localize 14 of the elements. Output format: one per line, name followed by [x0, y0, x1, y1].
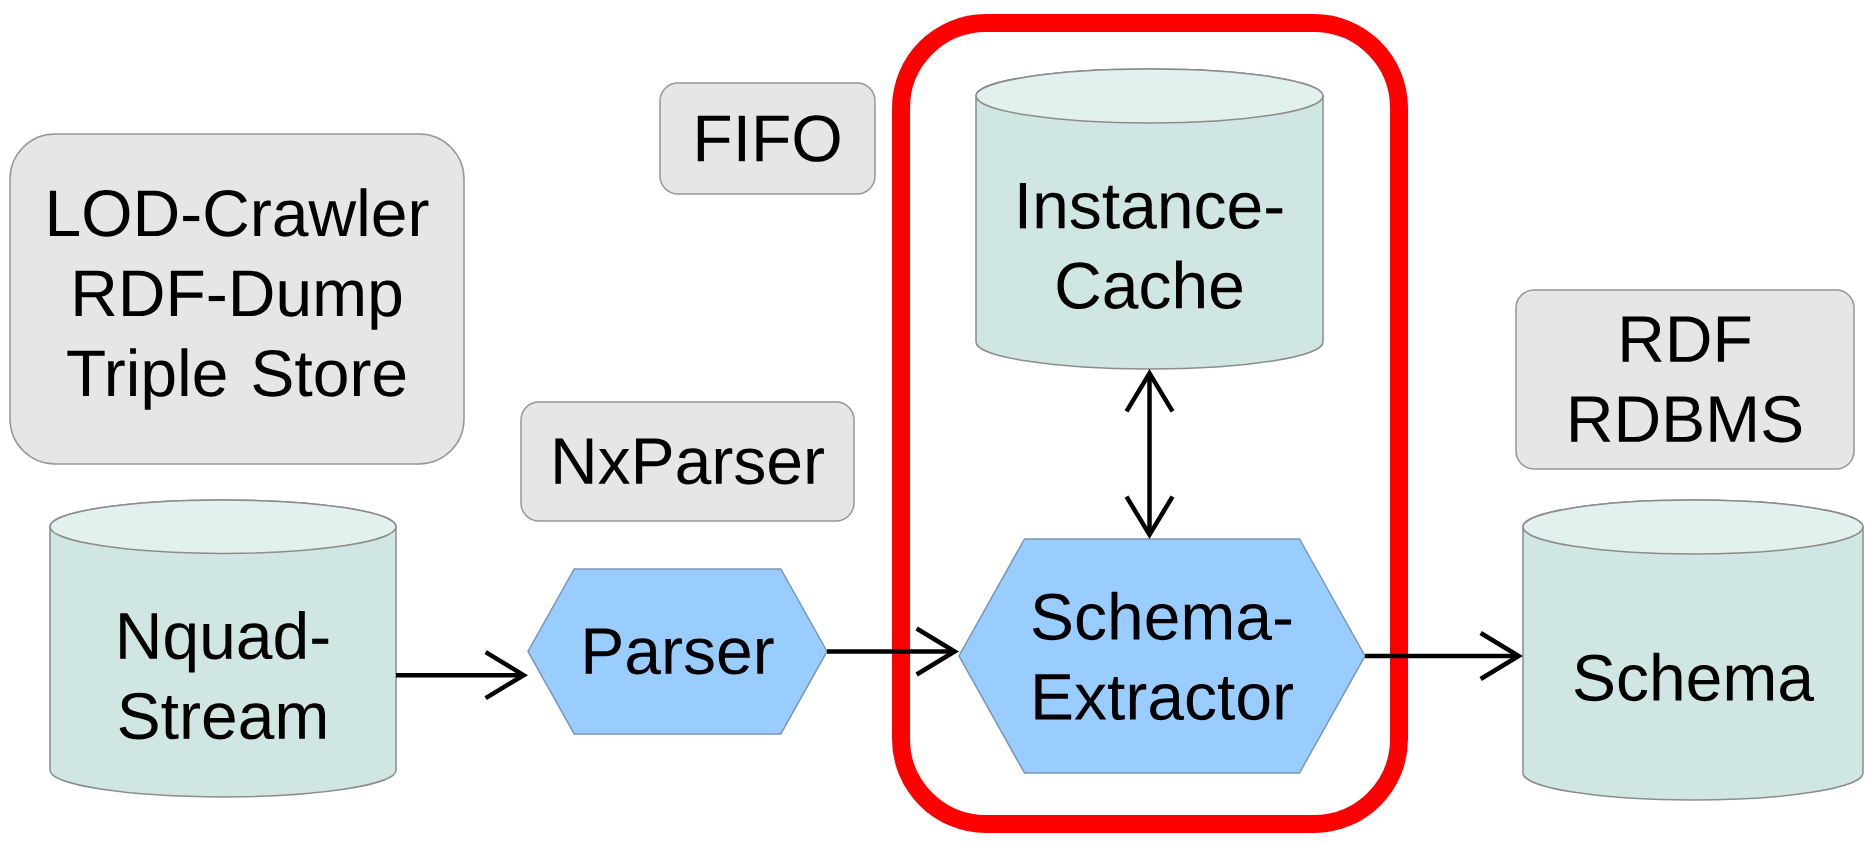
highlight-frame [892, 14, 1408, 833]
database-cylinder: Instance-Cache [975, 68, 1324, 370]
database-cylinder: Nquad-Stream [49, 499, 397, 798]
process-hexagon: Schema-Extractor [958, 538, 1366, 774]
label-box: NxParser [520, 401, 855, 522]
arrow [396, 650, 528, 701]
label-box: FIFO [659, 82, 876, 195]
label-box: RDF RDBMS [1515, 289, 1855, 470]
arrow [1124, 369, 1175, 539]
arrow [827, 626, 959, 677]
label-box: LOD-Crawler RDF-Dump Triple Store [9, 133, 465, 465]
database-cylinder: Schema [1522, 499, 1864, 801]
process-hexagon: Parser [527, 568, 828, 735]
arrow [1365, 631, 1523, 681]
